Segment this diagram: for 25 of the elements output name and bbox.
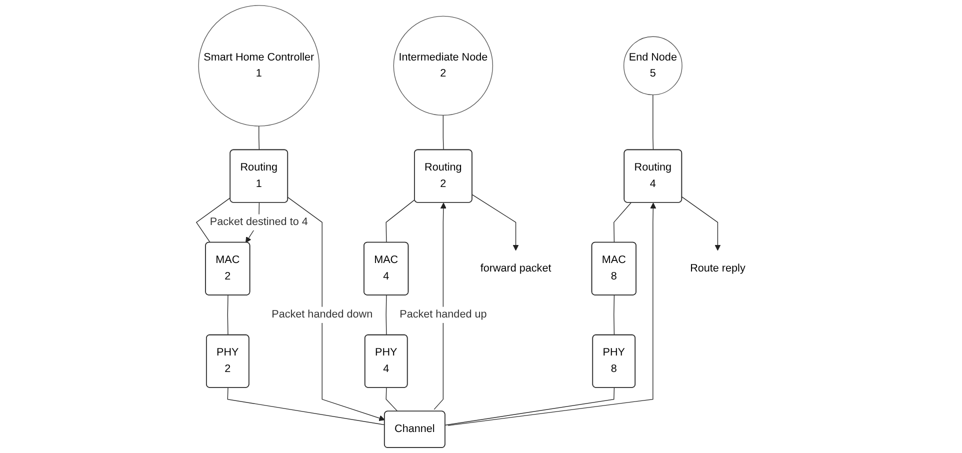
connector [386,199,416,243]
connector [196,197,231,243]
connector [386,387,398,412]
node-circle: End Node 5 [623,36,682,96]
node-text: forward packet [480,262,552,274]
connector [258,126,260,150]
connector [444,387,615,426]
connector [652,94,654,150]
edge-label: Packet handed up [400,308,487,320]
connector [614,294,615,336]
arrow [472,194,519,251]
connector [227,387,386,426]
node-text: Route reply [690,262,746,274]
edge-label: Packet handed down [272,308,373,320]
node-circle: Smart Home Controller 1 [198,5,320,126]
edge-label: Packet destined to 4 [210,216,308,228]
connector [386,294,387,336]
arrow [434,202,446,410]
arrow [448,202,656,426]
connector [227,294,228,336]
node-circle: Intermediate Node 2 [393,16,494,116]
connector [614,202,632,243]
connector [442,114,444,150]
arrow [288,197,385,421]
arrow [682,196,721,251]
